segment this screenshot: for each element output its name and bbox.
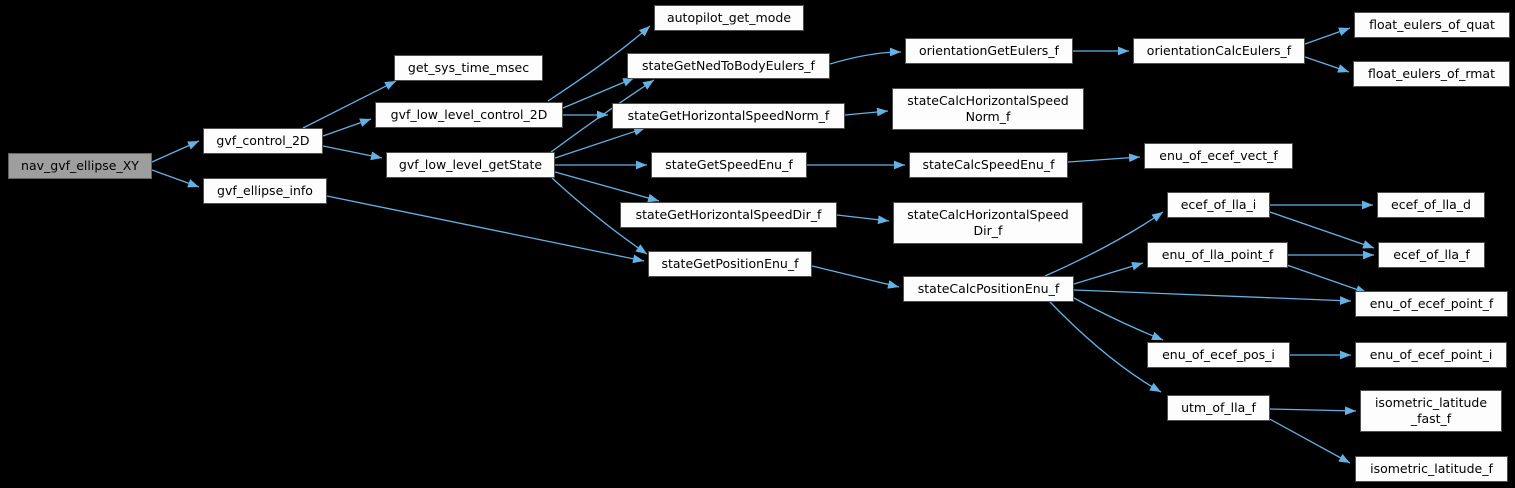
- node-gvf-ellipse-info[interactable]: gvf_ellipse_info: [203, 178, 327, 204]
- node-isometric-latitude-fast-f[interactable]: isometric_latitude _fast_f: [1360, 390, 1502, 432]
- node-label: isometric_latitude_f: [1370, 460, 1493, 476]
- node-label: gvf_control_2D: [216, 132, 310, 148]
- node-ecef-of-lla-d[interactable]: ecef_of_lla_d: [1377, 192, 1485, 218]
- node-label: get_sys_time_msec: [407, 59, 530, 75]
- edge-statecalcpositionenu-f-to-enu-of-ecef-point-f: [1073, 289, 1352, 305]
- node-label: gvf_ellipse_info: [217, 182, 313, 198]
- edge-gvf-control-2d-to-gvf-low-level-getstate: [322, 145, 383, 161]
- edge-gvf-low-level-getstate-to-stategethorizontalspeeddir-f: [554, 171, 660, 203]
- edge-gvf-low-level-control-2d-to-autopilot-get-mode: [547, 25, 651, 102]
- node-label: stateGetPositionEnu_f: [661, 255, 799, 271]
- edge-statecalcpositionenu-f-to-enu-of-ecef-pos-i: [1071, 296, 1164, 341]
- node-label: stateGetNedToBodyEulers_f: [642, 57, 815, 73]
- node-statecalcpositionenu-f[interactable]: stateCalcPositionEnu_f: [903, 276, 1074, 302]
- node-label: gvf_low_level_control_2D: [390, 106, 548, 122]
- edge-gvf-ellipse-info-to-stategetpositionenu-f: [326, 195, 645, 264]
- node-enu-of-lla-point-f[interactable]: enu_of_lla_point_f: [1147, 242, 1288, 268]
- edge-nav-gvf-ellipse-xy-to-gvf-ellipse-info: [151, 169, 200, 188]
- edge-orientationcalceulers-f-to-float-eulers-of-rmat: [1304, 56, 1350, 73]
- node-label: orientationGetEulers_f: [919, 42, 1059, 58]
- edge-stategethorizontalspeeddir-f-to-statecalchorizontalspeeddir-f: [836, 214, 890, 225]
- node-label: enu_of_ecef_pos_i: [1162, 346, 1275, 362]
- edge-gvf-control-2d-to-get-sys-time-msec: [302, 80, 397, 129]
- node-gvf-low-level-getstate[interactable]: gvf_low_level_getState: [386, 152, 555, 178]
- node-float-eulers-of-quat[interactable]: float_eulers_of_quat: [1354, 12, 1510, 38]
- edge-enu-of-lla-point-f-to-enu-of-ecef-point-f: [1283, 263, 1368, 294]
- edge-nav-gvf-ellipse-xy-to-gvf-control-2d: [151, 140, 200, 163]
- edge-utm-of-lla-f-to-isometric-latitude-f: [1265, 416, 1351, 464]
- node-enu-of-ecef-point-i[interactable]: enu_of_ecef_point_i: [1355, 342, 1507, 368]
- node-isometric-latitude-f[interactable]: isometric_latitude_f: [1355, 456, 1508, 482]
- node-stategethorizontalspeeddir-f[interactable]: stateGetHorizontalSpeedDir_f: [620, 202, 837, 228]
- node-ecef-of-lla-f[interactable]: ecef_of_lla_f: [1378, 242, 1485, 268]
- node-label: enu_of_lla_point_f: [1161, 246, 1274, 262]
- node-get-sys-time-msec[interactable]: get_sys_time_msec: [394, 55, 543, 81]
- node-ecef-of-lla-i[interactable]: ecef_of_lla_i: [1167, 192, 1270, 218]
- edge-stategetnedtobodyeulers-f-to-orientationgeteulers-f: [829, 47, 902, 65]
- edge-gvf-control-2d-to-gvf-low-level-control-2d: [322, 118, 372, 137]
- node-float-eulers-of-rmat[interactable]: float_eulers_of_rmat: [1353, 61, 1510, 87]
- node-label: ecef_of_lla_i: [1180, 196, 1257, 212]
- edge-stategethorizontalspeednorm-f-to-statecalchorizontalspeednorm-f: [844, 107, 889, 117]
- node-label: enu_of_ecef_vect_f: [1159, 147, 1278, 163]
- node-label: enu_of_ecef_point_f: [1369, 295, 1494, 311]
- node-label: stateGetSpeedEnu_f: [665, 156, 793, 172]
- node-nav-gvf-ellipse-xy[interactable]: nav_gvf_ellipse_XY: [8, 153, 152, 179]
- edge-stategetpositionenu-f-to-statecalcpositionenu-f: [811, 265, 900, 289]
- node-stategetnedtobodyeulers-f[interactable]: stateGetNedToBodyEulers_f: [627, 53, 830, 79]
- node-label: autopilot_get_mode: [666, 9, 792, 25]
- edge-statecalcpositionenu-f-to-utm-of-lla-f: [1049, 301, 1162, 393]
- node-statecalchorizontalspeednorm-f[interactable]: stateCalcHorizontalSpeed Norm_f: [892, 88, 1084, 130]
- node-statecalcspeedenu-f[interactable]: stateCalcSpeedEnu_f: [909, 152, 1068, 178]
- node-label: nav_gvf_ellipse_XY: [21, 157, 139, 173]
- node-statecalchorizontalspeeddir-f[interactable]: stateCalcHorizontalSpeed Dir_f: [893, 202, 1083, 244]
- node-utm-of-lla-f[interactable]: utm_of_lla_f: [1167, 395, 1270, 421]
- node-orientationcalceulers-f[interactable]: orientationCalcEulers_f: [1133, 38, 1305, 64]
- edge-gvf-low-level-getstate-to-stategethorizontalspeednorm-f: [554, 127, 646, 159]
- node-enu-of-ecef-vect-f[interactable]: enu_of_ecef_vect_f: [1144, 143, 1293, 169]
- node-label: stateCalcSpeedEnu_f: [922, 156, 1055, 172]
- edge-statecalcpositionenu-f-to-enu-of-lla-point-f: [1073, 261, 1144, 285]
- node-label: isometric_latitude _fast_f: [1374, 394, 1488, 426]
- node-orientationgeteulers-f[interactable]: orientationGetEulers_f: [905, 38, 1073, 64]
- node-label: ecef_of_lla_f: [1393, 246, 1470, 262]
- node-gvf-low-level-control-2d[interactable]: gvf_low_level_control_2D: [375, 102, 563, 128]
- node-label: stateGetHorizontalSpeedNorm_f: [627, 107, 830, 123]
- edge-ecef-of-lla-i-to-ecef-of-lla-f: [1269, 211, 1375, 249]
- edge-gvf-low-level-control-2d-to-stategetnedtobodyeulers-f: [562, 77, 635, 109]
- node-gvf-control-2d[interactable]: gvf_control_2D: [203, 128, 323, 154]
- node-label: float_eulers_of_rmat: [1368, 65, 1495, 81]
- edge-utm-of-lla-f-to-isometric-latitude-fast-f: [1269, 406, 1357, 416]
- node-enu-of-ecef-pos-i[interactable]: enu_of_ecef_pos_i: [1147, 342, 1290, 368]
- node-label: stateCalcPositionEnu_f: [917, 280, 1060, 296]
- node-label: float_eulers_of_quat: [1369, 16, 1495, 32]
- node-label: stateCalcHorizontalSpeed Dir_f: [907, 206, 1069, 238]
- edge-statecalcspeedenu-f-to-enu-of-ecef-vect-f: [1067, 153, 1141, 163]
- node-label: stateCalcHorizontalSpeed Norm_f: [907, 92, 1069, 124]
- edge-statecalcpositionenu-f-to-ecef-of-lla-i: [1044, 211, 1164, 277]
- node-enu-of-ecef-point-f[interactable]: enu_of_ecef_point_f: [1355, 291, 1508, 317]
- node-autopilot-get-mode[interactable]: autopilot_get_mode: [654, 5, 804, 31]
- node-stategetspeedenu-f[interactable]: stateGetSpeedEnu_f: [651, 152, 807, 178]
- edge-gvf-low-level-getstate-to-stategetnedtobodyeulers-f: [550, 79, 655, 153]
- node-label: gvf_low_level_getState: [398, 156, 543, 172]
- node-label: utm_of_lla_f: [1181, 399, 1256, 415]
- node-label: enu_of_ecef_point_i: [1369, 346, 1493, 362]
- node-stategetpositionenu-f[interactable]: stateGetPositionEnu_f: [648, 251, 812, 277]
- node-label: ecef_of_lla_d: [1391, 196, 1471, 212]
- edge-orientationcalceulers-f-to-float-eulers-of-quat: [1304, 27, 1351, 45]
- node-label: orientationCalcEulers_f: [1146, 42, 1292, 58]
- edge-gvf-low-level-getstate-to-stategetpositionenu-f: [551, 177, 648, 255]
- node-label: stateGetHorizontalSpeedDir_f: [635, 206, 822, 222]
- node-stategethorizontalspeednorm-f[interactable]: stateGetHorizontalSpeedNorm_f: [612, 103, 845, 129]
